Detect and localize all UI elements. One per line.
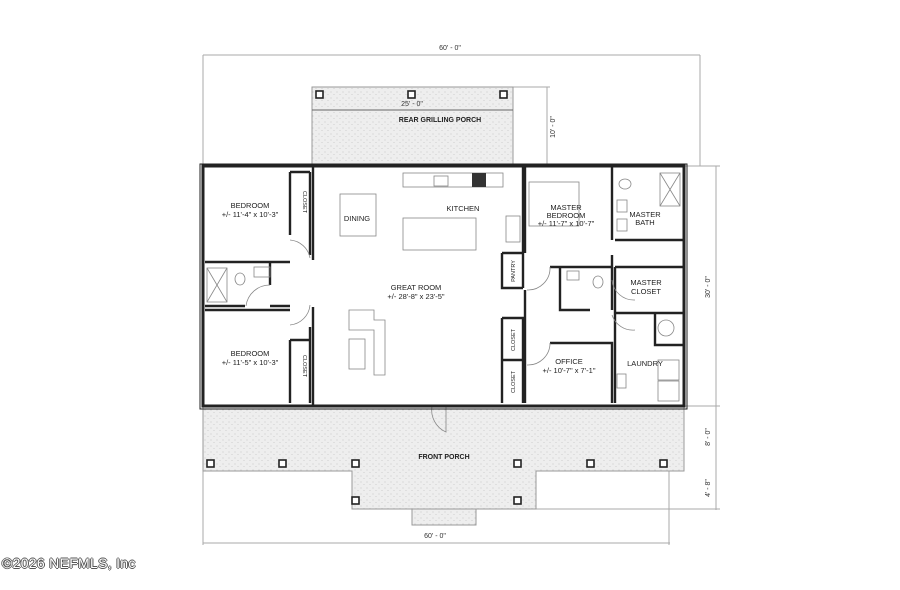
dim-overall-width-bottom: 60' - 0" — [424, 533, 446, 540]
bedroom2-name: BEDROOM — [231, 349, 270, 358]
closet-label: CLOSET — [301, 191, 307, 214]
porch-post — [499, 90, 508, 99]
dining-label: DINING — [344, 214, 370, 223]
rear-porch — [311, 86, 514, 167]
kitchen-label: KITCHEN — [447, 204, 480, 213]
laundry-label: LAUNDRY — [627, 359, 663, 368]
dim-house-depth: 30' - 0" — [705, 276, 712, 298]
porch-post — [407, 90, 416, 99]
pantry-label: PANTRY — [511, 260, 517, 282]
dimension-lines — [202, 54, 720, 545]
fixtures — [206, 172, 681, 402]
great-room-name: GREAT ROOM — [391, 283, 442, 292]
great-room-size: +/- 28'-8" x 23'-5" — [387, 292, 445, 301]
dim-rear-porch-depth: 10' - 0" — [550, 116, 557, 138]
watermark: ©2026 NEFMLS, Inc — [2, 555, 136, 571]
front-porch-posts — [206, 459, 668, 505]
closet-label: CLOSET — [511, 370, 517, 393]
master-closet-name2: CLOSET — [631, 287, 661, 296]
master-bedroom-size: +/- 11'-7" x 10'-7" — [538, 219, 595, 228]
master-bath-name1: MASTER — [629, 210, 661, 219]
interior-walls — [205, 166, 684, 406]
dim-front-porch-depth: 8' - 0" — [705, 428, 712, 446]
bedroom1-name: BEDROOM — [231, 201, 270, 210]
closet-label: CLOSET — [301, 355, 307, 378]
bedroom1-size: +/- 11'-4" x 10'-3" — [222, 210, 279, 219]
master-closet-name1: MASTER — [630, 278, 662, 287]
master-bedroom-name2: BEDROOM — [547, 211, 586, 220]
front-porch-label: FRONT PORCH — [418, 454, 469, 461]
front-steps — [411, 508, 477, 526]
exterior-walls — [201, 164, 686, 408]
office-name: OFFICE — [555, 357, 583, 366]
dim-front-porch-extension: 4' - 8" — [705, 479, 712, 497]
office-size: +/- 10'-7" x 7'-1" — [542, 366, 595, 375]
master-bedroom-name1: MASTER — [550, 203, 582, 212]
master-bath-name2: BATH — [635, 218, 654, 227]
rear-porch-label: REAR GRILLING PORCH — [399, 117, 481, 124]
dim-rear-porch-width: 25' - 0" — [401, 101, 423, 108]
porch-post — [315, 90, 324, 99]
bedroom2-size: +/- 11'-5" x 10'-3" — [222, 358, 279, 367]
front-porch — [202, 405, 685, 510]
dim-overall-width-top: 60' - 0" — [439, 45, 461, 52]
closet-label: CLOSET — [511, 328, 517, 351]
